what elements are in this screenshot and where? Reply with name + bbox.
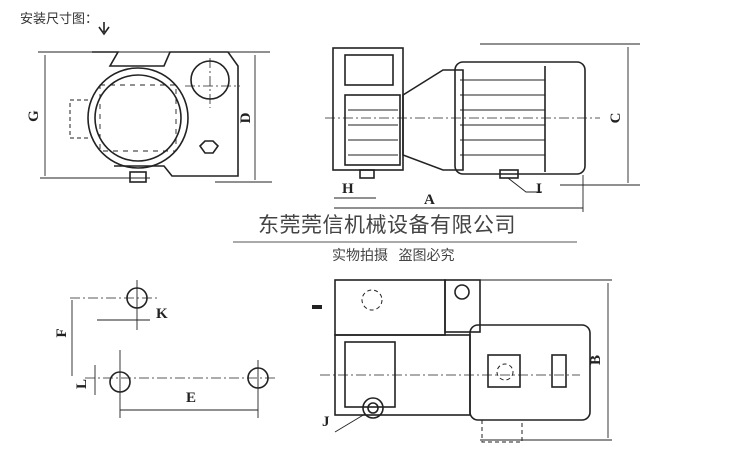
watermark-company: 东莞莞信机械设备有限公司: [258, 213, 516, 237]
drawing-title: 安装尺寸图：: [20, 12, 99, 27]
watermark-notice: 实物拍摄 盗图必究: [332, 248, 455, 264]
dimension-label-h: H: [342, 181, 354, 197]
dimension-label-e: E: [186, 390, 196, 406]
dimension-label-f: F: [54, 328, 70, 337]
dimension-label-c: C: [608, 113, 624, 124]
dimension-label-l: L: [74, 379, 90, 389]
mounting-hole-plan: F K L E: [54, 280, 275, 418]
dimension-label-a: A: [424, 192, 435, 208]
dimension-label-b: B: [588, 355, 604, 365]
dimension-label-g: G: [26, 110, 42, 122]
dimension-label-d: D: [238, 112, 254, 123]
dimension-label-k: K: [156, 306, 168, 322]
airflow-arrow-icon: [98, 22, 110, 36]
dimension-label-j: J: [322, 414, 330, 430]
front-view: G D: [26, 22, 272, 183]
divider: [233, 241, 577, 243]
top-view: B J: [312, 279, 612, 443]
side-view: H A I C: [325, 43, 640, 212]
dimension-label-i: I: [536, 181, 542, 197]
